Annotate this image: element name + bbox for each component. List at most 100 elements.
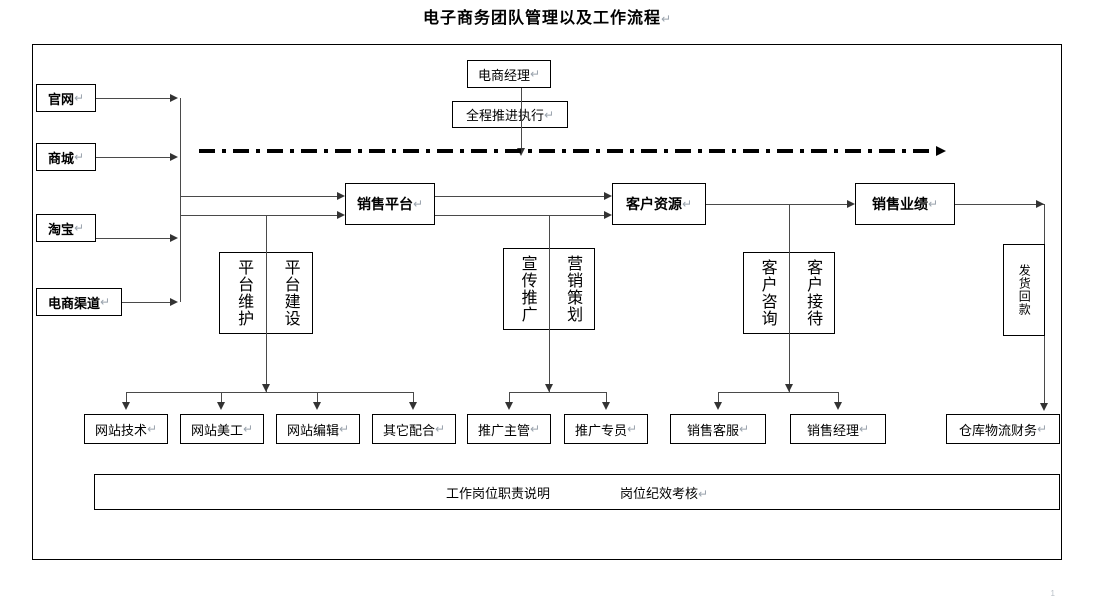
role-box-wangzhan-jishu[interactable]: 网站技术↵ bbox=[84, 414, 168, 444]
role-box-tuiguang-zhuguan[interactable]: 推广主管↵ bbox=[467, 414, 551, 444]
arrow-head-down bbox=[785, 384, 793, 392]
function-box-pingtai-jianshe[interactable]: 平台建设 bbox=[265, 253, 313, 333]
connector-shangcheng bbox=[96, 157, 172, 158]
distributor-leg bbox=[509, 392, 510, 406]
supervision-axis bbox=[199, 149, 939, 153]
arrow-head-down bbox=[122, 402, 130, 410]
pilcrow-mark: ↵ bbox=[626, 422, 638, 436]
role-label: 推广专员 bbox=[574, 422, 627, 438]
arrow-head-right bbox=[170, 153, 178, 161]
arrow-head-down bbox=[602, 402, 610, 410]
collector-bus bbox=[180, 98, 181, 302]
function-box-fahuo-huikuan[interactable]: 发货回款 bbox=[1003, 244, 1045, 336]
distributor-leg bbox=[718, 392, 719, 406]
page-title-text: 电子商务团队管理以及工作流程 bbox=[422, 10, 661, 27]
arrow-head-down bbox=[262, 384, 270, 392]
connector-customer-service-trunk bbox=[789, 204, 790, 392]
arrow-head-right bbox=[170, 234, 178, 242]
role-box-cangku-wuliu-caiwu[interactable]: 仓库物流财务↵ bbox=[946, 414, 1060, 444]
process-label: 客户资源 bbox=[625, 196, 682, 212]
function-box-pingtai-weihu[interactable]: 平台维护 bbox=[220, 253, 266, 333]
manager-action-box[interactable]: 全程推进执行↵ bbox=[452, 101, 568, 128]
distributor-leg bbox=[413, 392, 414, 406]
connector-guanwang bbox=[96, 98, 172, 99]
role-box-xiaoshou-kefu[interactable]: 销售客服↵ bbox=[670, 414, 766, 444]
role-box-wangzhan-bianji[interactable]: 网站编辑↵ bbox=[276, 414, 360, 444]
role-box-xiaoshou-jingli[interactable]: 销售经理↵ bbox=[790, 414, 886, 444]
channel-box-shangcheng[interactable]: 商城↵ bbox=[36, 143, 96, 171]
function-box-xuanchuan-tuiguang[interactable]: 宣传推广 bbox=[504, 249, 549, 329]
footer-right-label: 岗位纪效考核 bbox=[619, 485, 698, 501]
function-box-kehu-zixun[interactable]: 客户咨询 bbox=[744, 253, 789, 333]
arrow-head-right bbox=[1036, 200, 1044, 208]
distributor-leg bbox=[606, 392, 607, 406]
function-label: 宣传推广 bbox=[518, 255, 536, 323]
role-box-tuiguang-zhuanyuan[interactable]: 推广专员↵ bbox=[564, 414, 648, 444]
arrow-head-down bbox=[313, 402, 321, 410]
distributor-bar-platform bbox=[126, 392, 413, 393]
role-label: 销售客服 bbox=[686, 422, 739, 438]
function-box-yingxiao-cehua[interactable]: 营销策划 bbox=[548, 249, 595, 329]
distributor-bar-marketing bbox=[509, 392, 606, 393]
connector-platform-to-customer-upper bbox=[435, 196, 606, 197]
connector-bus-to-platform-lower bbox=[180, 215, 339, 216]
distributor-leg bbox=[838, 392, 839, 406]
arrow-head-down bbox=[505, 402, 513, 410]
arrow-head-right bbox=[604, 211, 612, 219]
process-box-xiaoshou-yeji[interactable]: 销售业绩↵ bbox=[855, 183, 955, 225]
function-label: 营销策划 bbox=[564, 255, 582, 323]
process-label: 销售业绩 bbox=[871, 196, 928, 212]
pilcrow-mark: ↵ bbox=[99, 295, 111, 309]
arrow-head-right bbox=[170, 94, 178, 102]
function-label: 平台维护 bbox=[235, 259, 253, 327]
manager-box[interactable]: 电商经理↵ bbox=[467, 60, 551, 88]
arrow-head-right bbox=[847, 200, 855, 208]
pilcrow-mark: ↵ bbox=[681, 197, 693, 211]
role-label: 推广主管 bbox=[477, 422, 530, 438]
function-box-kehu-jiedai[interactable]: 客户接待 bbox=[788, 253, 835, 333]
distributor-bar-customer-service bbox=[718, 392, 838, 393]
pilcrow-mark: ↵ bbox=[543, 107, 555, 122]
manager-label: 电商经理 bbox=[477, 67, 530, 83]
pilcrow-mark: ↵ bbox=[529, 422, 541, 436]
channel-label: 淘宝 bbox=[47, 221, 74, 237]
connector-manager-down bbox=[521, 88, 522, 153]
arrow-head-right bbox=[936, 146, 946, 156]
distributor-leg bbox=[126, 392, 127, 406]
arrow-head-right bbox=[170, 298, 178, 306]
process-box-kehu-ziyuan[interactable]: 客户资源↵ bbox=[612, 183, 706, 225]
role-label: 网站技术 bbox=[94, 422, 147, 438]
pilcrow-mark: ↵ bbox=[146, 422, 158, 436]
process-box-xiaoshou-pingtai[interactable]: 销售平台↵ bbox=[345, 183, 435, 225]
page-title: 电子商务团队管理以及工作流程↵ bbox=[0, 4, 1095, 28]
role-label: 其它配合 bbox=[382, 422, 435, 438]
connector-marketing-trunk bbox=[549, 215, 550, 392]
role-label: 仓库物流财务 bbox=[958, 422, 1037, 438]
pilcrow-mark: ↵ bbox=[338, 422, 350, 436]
arrow-head-down bbox=[714, 402, 722, 410]
pilcrow-mark: ↵ bbox=[434, 422, 446, 436]
pilcrow-mark: ↵ bbox=[73, 150, 85, 164]
role-box-qita-peihe[interactable]: 其它配合↵ bbox=[372, 414, 456, 444]
pilcrow-mark: ↵ bbox=[738, 422, 750, 436]
channel-box-dianshang-qudao[interactable]: 电商渠道↵ bbox=[36, 288, 122, 316]
channel-label: 商城 bbox=[47, 150, 74, 166]
pilcrow-mark: ↵ bbox=[697, 486, 709, 501]
diagram-frame bbox=[32, 44, 1062, 560]
page-number: 1 bbox=[1050, 589, 1055, 598]
footer-bar: 工作岗位职责说明 岗位纪效考核↵ bbox=[94, 474, 1060, 510]
role-label: 销售经理 bbox=[806, 422, 859, 438]
channel-box-guanwang[interactable]: 官网↵ bbox=[36, 84, 96, 112]
function-label: 客户咨询 bbox=[758, 259, 776, 327]
distributor-leg bbox=[221, 392, 222, 406]
pilcrow-mark: ↵ bbox=[73, 221, 85, 235]
arrow-head-down bbox=[834, 402, 842, 410]
connector-dianshang-qudao bbox=[122, 302, 172, 303]
function-label: 平台建设 bbox=[281, 259, 299, 327]
arrow-head-right bbox=[337, 192, 345, 200]
channel-label: 官网 bbox=[47, 91, 74, 107]
role-box-wangzhan-meigong[interactable]: 网站美工↵ bbox=[180, 414, 264, 444]
arrow-head-right bbox=[337, 211, 345, 219]
channel-box-taobao[interactable]: 淘宝↵ bbox=[36, 214, 96, 242]
